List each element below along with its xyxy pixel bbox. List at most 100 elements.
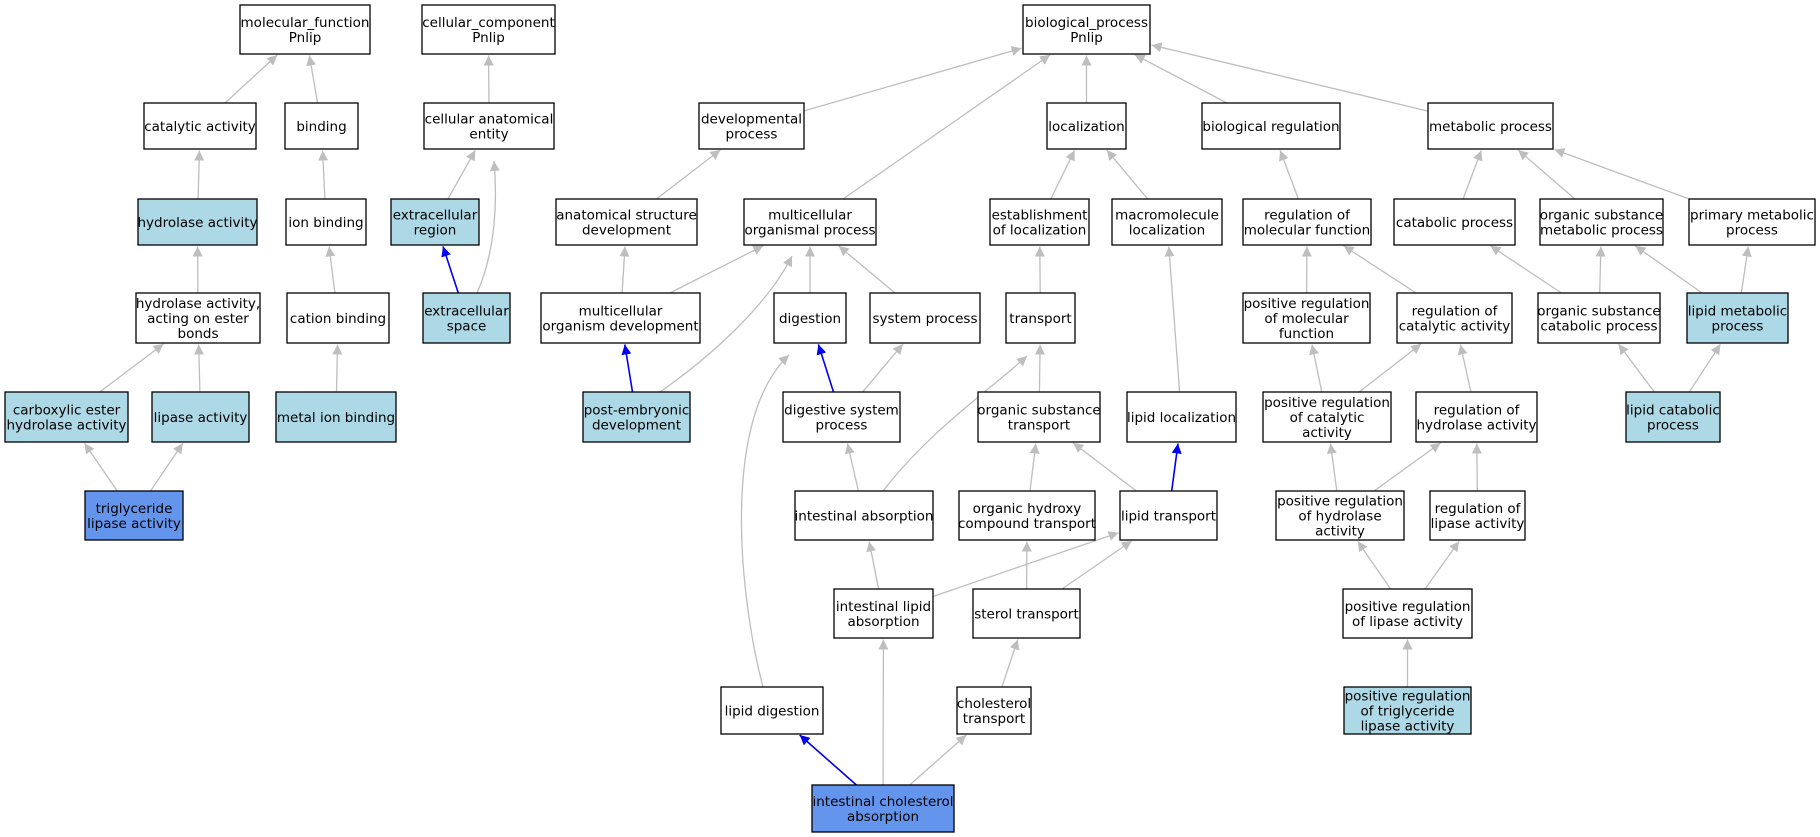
- node-box: [869, 292, 981, 344]
- node-label-line: extracellular: [393, 208, 478, 224]
- node-label-line: multicellular: [768, 208, 852, 224]
- node-box: [989, 198, 1090, 246]
- node-box: [794, 490, 934, 541]
- edge-intabs-to-dsp: [844, 443, 860, 492]
- edge-tla-to-lipact: [149, 442, 184, 492]
- edge-ost-to-transport: [1034, 344, 1045, 393]
- node-dig: digestion: [773, 292, 847, 344]
- node-box: [1119, 490, 1218, 541]
- node-box: [1343, 686, 1472, 735]
- node-lipdig: lipid digestion: [720, 686, 824, 735]
- node-box: [1688, 198, 1816, 246]
- edge-dev-to-bp: [803, 46, 1022, 112]
- edge-lmp-to-pmp: [1740, 246, 1752, 294]
- node-box: [4, 391, 129, 443]
- node-box: [143, 102, 257, 150]
- node-box: [1022, 4, 1151, 55]
- node-label-line: binding: [296, 119, 346, 135]
- node-label-line: metabolic process: [1540, 223, 1663, 239]
- node-bioreg: biological regulation: [1201, 102, 1341, 150]
- node-label-line: biological regulation: [1202, 119, 1339, 135]
- edge-mib-to-catb: [332, 344, 343, 393]
- node-box: [1429, 490, 1526, 541]
- edge-liptr-to-liploc: [1170, 443, 1182, 492]
- node-label-line: hydrolase activity: [137, 215, 257, 231]
- node-box: [1393, 198, 1516, 246]
- node-label-line: process: [726, 127, 778, 143]
- edge-tla-to-ceha: [83, 442, 118, 492]
- node-box: [1686, 292, 1789, 344]
- node-label-line: lipid transport: [1121, 509, 1216, 525]
- node-label-line: anatomical structure: [556, 208, 697, 224]
- node-label-line: transport: [1008, 418, 1070, 434]
- node-label-line: digestion: [779, 311, 841, 327]
- edge-ceha-to-haeb: [99, 343, 164, 393]
- node-label-line: biological_process: [1025, 15, 1148, 31]
- node-box: [773, 292, 847, 344]
- edge-bioreg-to-bp: [1134, 54, 1228, 104]
- node-box: [958, 490, 1096, 541]
- node-box: [698, 102, 805, 150]
- node-box: [743, 198, 877, 246]
- node-box: [1126, 391, 1237, 443]
- node-label-line: organic hydroxy: [973, 501, 1082, 517]
- edge-ped-to-mop: [659, 255, 793, 393]
- node-label-line: of molecular: [1264, 311, 1349, 327]
- node-box: [284, 102, 359, 150]
- node-label-line: molecular function: [1244, 223, 1370, 239]
- edge-estloc-to-loc: [1050, 150, 1076, 200]
- node-box: [1262, 391, 1392, 443]
- node-label-line: localization: [1129, 223, 1205, 239]
- node-liptr: lipid transport: [1119, 490, 1218, 541]
- edge-dsp-to-dig: [816, 344, 835, 393]
- node-transport: transport: [1005, 292, 1076, 344]
- node-label-line: Pnlip: [1070, 30, 1103, 46]
- node-label-line: cellular anatomical: [425, 112, 554, 128]
- node-label-line: cation binding: [290, 311, 386, 327]
- edge-pmp-to-metab: [1554, 148, 1690, 200]
- node-label-line: process: [1726, 223, 1778, 239]
- node-box: [135, 292, 261, 344]
- node-label-line: triglyceride: [96, 501, 173, 517]
- node-box: [275, 391, 397, 443]
- node-intabs: intestinal absorption: [794, 490, 934, 541]
- node-label-line: Pnlip: [472, 30, 505, 46]
- edge-macloc-to-loc: [1106, 149, 1149, 200]
- edge-oscp-to-catproc: [1490, 245, 1562, 294]
- node-label-line: intestinal lipid: [836, 599, 931, 615]
- node-label-line: ion binding: [288, 215, 363, 231]
- node-label-line: regulation of: [1435, 501, 1522, 517]
- node-lipact: lipase activity: [151, 391, 250, 443]
- node-label-line: organism development: [542, 319, 698, 335]
- node-label-line: positive regulation: [1345, 599, 1471, 615]
- node-label-line: lipase activity: [1361, 719, 1455, 735]
- edge-exsp-to-cae: [476, 160, 500, 294]
- node-box: [84, 490, 184, 541]
- edge-dsp-to-sysp: [862, 343, 904, 393]
- node-mib: metal ion binding: [275, 391, 397, 443]
- node-box: [956, 686, 1032, 735]
- edge-sysp-to-mop: [838, 245, 896, 294]
- node-label-line: positive regulation: [1264, 395, 1390, 411]
- edge-ohct-to-ost: [1029, 443, 1040, 492]
- node-label-line: regulation of: [1412, 304, 1499, 320]
- node-label-line: transport: [1009, 311, 1071, 327]
- node-label-line: process: [816, 418, 868, 434]
- node-label-line: regulation of: [1434, 403, 1521, 419]
- node-box: [1111, 198, 1223, 246]
- edge-lmp-to-osmp: [1634, 245, 1703, 294]
- node-label-line: lipase activity: [1431, 516, 1525, 532]
- edge-lcp-to-oscp: [1618, 343, 1655, 393]
- edge-ica-to-lipdig: [799, 734, 857, 786]
